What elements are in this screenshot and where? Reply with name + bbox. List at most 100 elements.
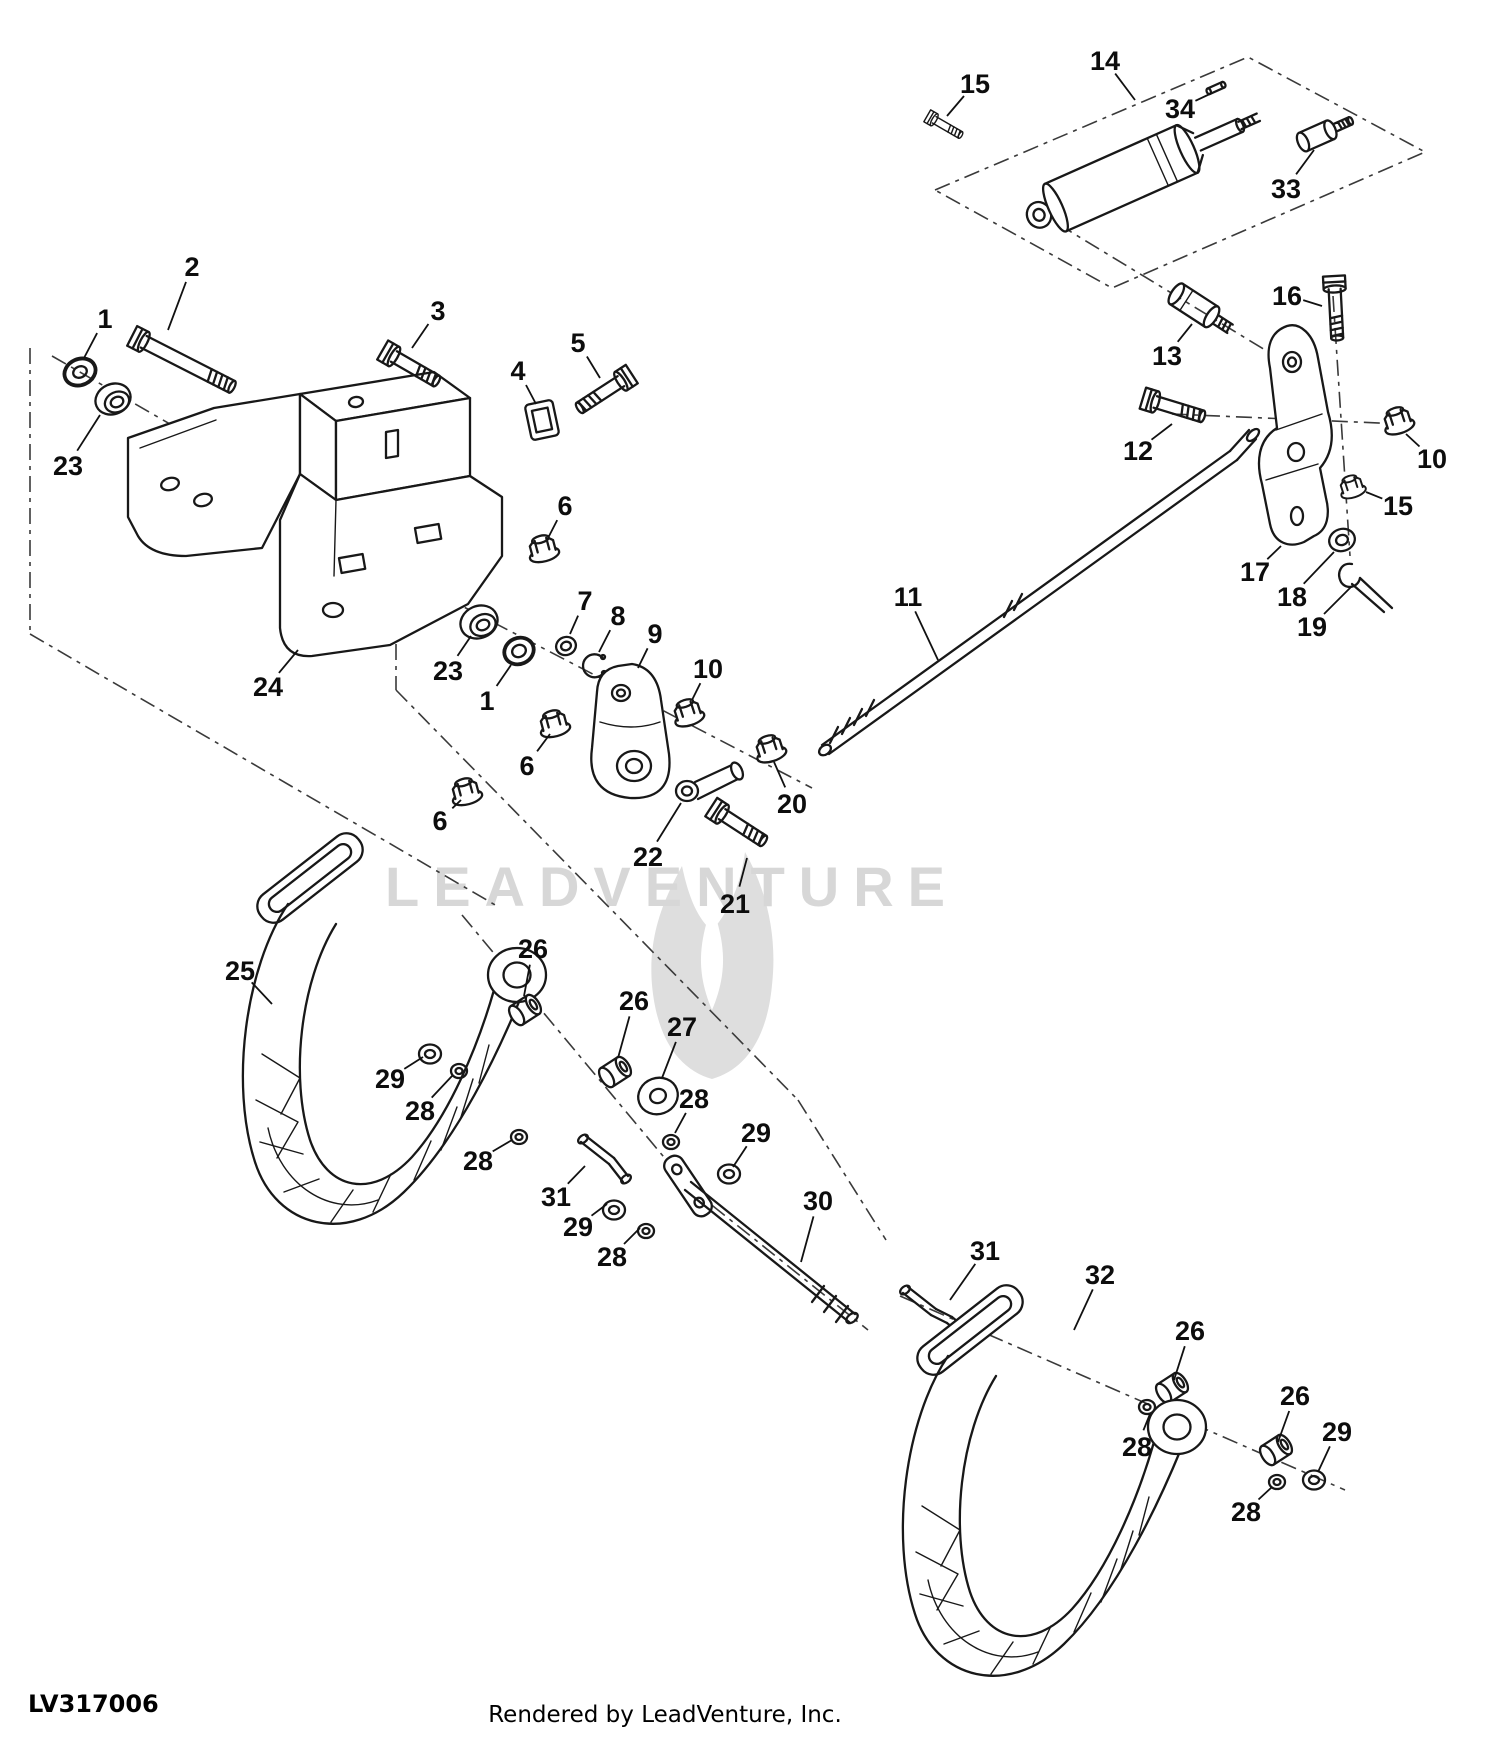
callout-leader [1323,585,1353,615]
link-31-a [577,1133,632,1185]
callout-leader [946,95,965,117]
callout-leader [431,1075,453,1099]
callout-leader [738,857,748,887]
callout-label: 23 [433,656,463,686]
washer-27 [637,1076,679,1116]
shaft-30 [663,1154,859,1325]
callout-leader [411,323,430,349]
callout-label: 23 [53,451,83,481]
bracket-24 [126,370,504,658]
washers-28 [449,1062,1287,1491]
bracket-17 [1257,324,1333,546]
callout-leader [251,981,273,1005]
callout-leader [1257,1486,1273,1501]
watermark: LEADVENTURE [385,852,959,1079]
pin-34 [1205,80,1227,96]
bolt-12 [1138,386,1209,429]
callout-label: 18 [1277,582,1307,612]
flange-nut-10-right [1378,402,1418,439]
callout-leader [456,635,472,657]
callout-leader [76,414,101,452]
callout-leader [732,1145,748,1168]
callout-label: 9 [647,619,662,649]
callout-leader [949,1263,977,1301]
bushings-26 [504,991,1297,1469]
damper-14 [1025,112,1262,233]
callout-label: 20 [777,789,807,819]
bolt-2 [126,324,241,399]
callout-label: 28 [679,1084,709,1114]
callout-label: 29 [741,1118,771,1148]
callout-leader [1073,1289,1094,1331]
callout-label: 15 [1383,491,1413,521]
callout-leader [536,733,551,752]
callout-label: 14 [1090,46,1120,76]
callout-label: 26 [1175,1316,1205,1346]
callout-leader [617,1016,631,1059]
rod-end-22 [674,761,745,803]
bearing-1-mid [502,635,536,667]
washer-18 [1328,527,1356,553]
callout-leader [598,629,612,653]
cotter-pin-19 [1338,562,1394,614]
callout-leader [495,664,512,687]
callout-label: 11 [894,582,923,612]
callout-leader [1303,551,1335,585]
callout-label: 1 [479,686,494,716]
callout-label: 6 [432,806,447,836]
seal-washer-1-left [62,356,98,388]
callout-label: 6 [557,491,572,521]
bolt-21 [704,796,773,853]
callout-leader [1114,73,1136,101]
callout-label: 5 [570,328,585,358]
callout-leader [451,799,462,809]
callout-label: 15 [960,69,990,99]
callout-leader [167,281,187,331]
callout-label: 28 [597,1242,627,1272]
callout-leader [569,615,579,635]
callout-label: 26 [1280,1381,1310,1411]
callout-label: 12 [1123,436,1153,466]
bolt-5 [570,363,639,420]
callout-label: 26 [619,986,649,1016]
callout-leader [590,1203,608,1217]
callout-leader [637,647,649,669]
callout-leader [1173,1345,1186,1381]
callout-label: 28 [1122,1432,1152,1462]
callout-leader [1266,545,1282,560]
callout-leader [523,964,531,997]
callout-label: 19 [1297,612,1327,642]
callout-label: 10 [693,654,723,684]
callout-label: 27 [667,1012,697,1042]
callout-label: 2 [184,252,199,282]
footer-credit: Rendered by LeadVenture, Inc. [488,1702,842,1728]
pedal-32 [901,1278,1208,1677]
callout-leader [1176,323,1193,343]
callout-leader [674,1112,687,1134]
callout-label: 16 [1272,281,1302,311]
footer-part-code: LV317006 [28,1690,159,1718]
callout-leader [586,356,601,379]
callout-leader [691,682,702,701]
fitting-33 [1295,115,1355,153]
flange-nut-10-mid [668,694,708,731]
callout-label: 29 [375,1064,405,1094]
callout-leader [1405,433,1421,448]
washers-29 [417,1043,1327,1491]
callout-label: 13 [1152,341,1182,371]
callout-leader [1365,491,1383,500]
callout-label: 31 [970,1236,1000,1266]
callout-leader [1317,1446,1331,1473]
leadventure-flame-icon [651,852,774,1079]
callout-leader [492,1139,513,1153]
callout-label: 21 [720,889,750,919]
flange-nut-15-right [1335,471,1369,503]
callout-leader [1150,423,1173,441]
watermark-text: LEADVENTURE [385,855,959,918]
callout-label: 29 [563,1212,593,1242]
callout-leader [1142,1413,1151,1431]
callout-leader [1295,149,1315,175]
clip-4 [524,399,560,441]
